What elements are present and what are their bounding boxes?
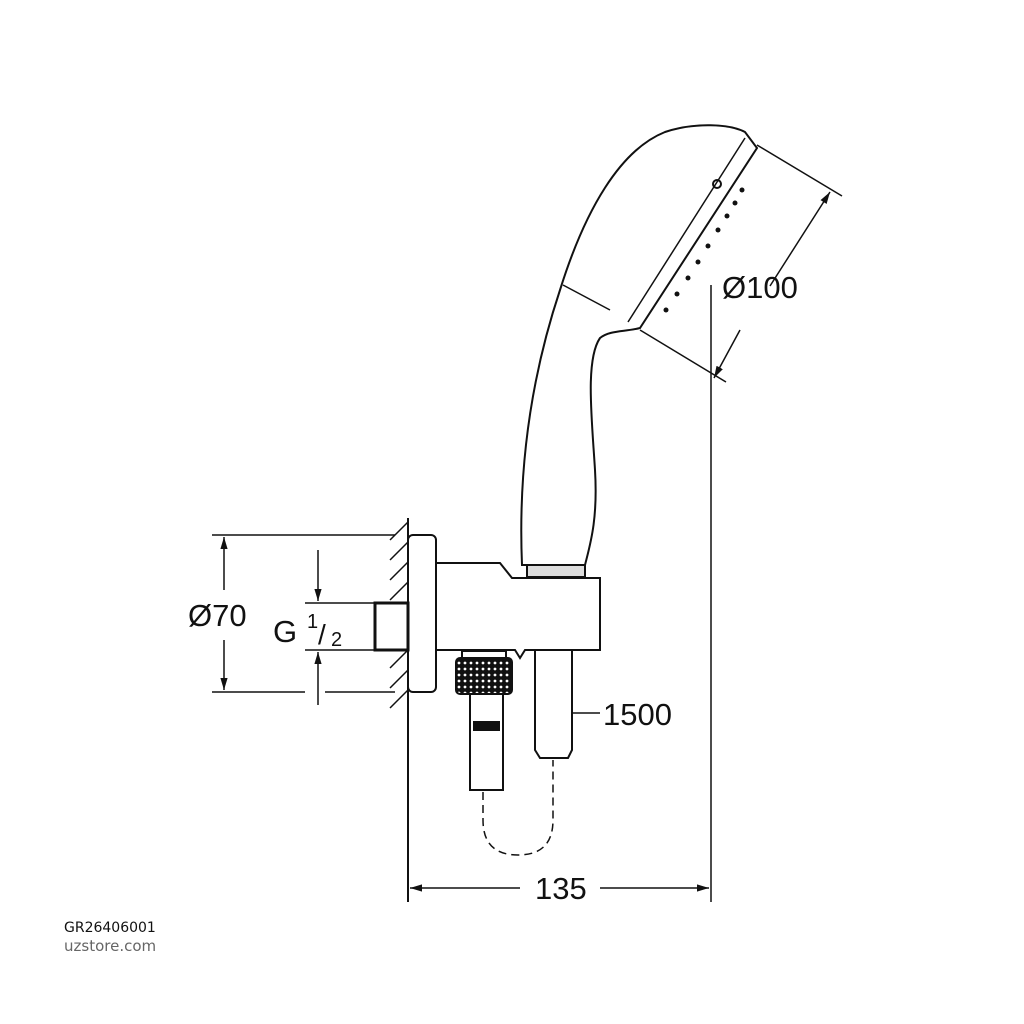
wall-hatching xyxy=(389,521,409,709)
thread-denominator: 2 xyxy=(331,629,342,651)
wall-flange xyxy=(407,534,437,693)
hose xyxy=(534,650,573,759)
pipe-stub xyxy=(373,601,410,652)
hose-length-label: 1500 xyxy=(603,697,672,732)
thread-slash: / xyxy=(318,619,326,650)
thread-label: G xyxy=(273,614,297,649)
hose-loop xyxy=(482,760,554,856)
site-name: uzstore.com xyxy=(64,937,157,955)
holder-cradle xyxy=(526,564,586,578)
holder-body xyxy=(436,562,601,660)
product-code: GR26406001 xyxy=(64,920,156,936)
flange-diameter-label: Ø70 xyxy=(188,598,247,633)
hose-connector xyxy=(469,693,504,791)
head-diameter-label: Ø100 xyxy=(722,270,798,305)
thread-numerator: 1 xyxy=(307,611,318,633)
spray-nozzles xyxy=(663,187,745,313)
knurled-nut xyxy=(455,657,513,695)
hand-shower xyxy=(520,124,759,566)
depth-label: 135 xyxy=(535,871,587,906)
connector-logo xyxy=(473,721,500,731)
nut-collar xyxy=(461,650,507,659)
